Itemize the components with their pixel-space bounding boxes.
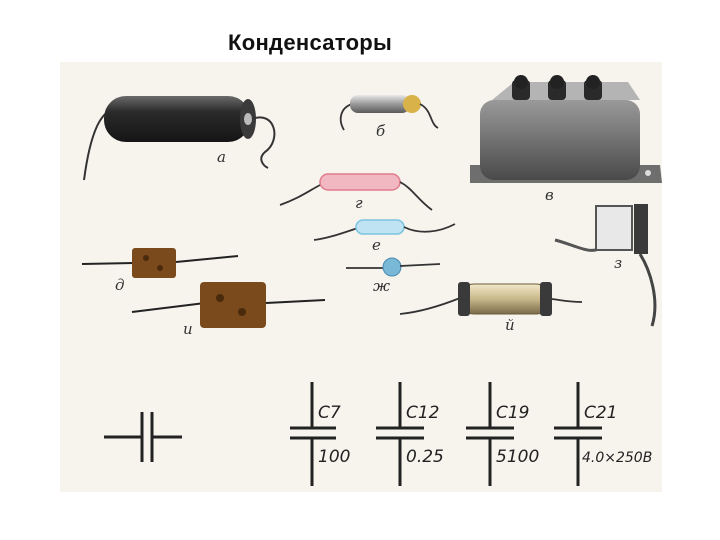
label-d: д bbox=[115, 276, 125, 294]
label-zh: ж bbox=[373, 277, 390, 295]
capacitor-i: и bbox=[131, 282, 326, 338]
symbol-c7: C7 100 bbox=[290, 382, 350, 486]
capacitor-j: й bbox=[399, 282, 583, 334]
label-z: з bbox=[614, 254, 622, 272]
label-a: а bbox=[217, 148, 226, 166]
symbol-c12-name: C12 bbox=[406, 403, 440, 423]
capacitor-b: б bbox=[339, 95, 439, 140]
symbol-c12-value: 0.25 bbox=[406, 447, 444, 467]
symbol-c21: C21 4.0×250В bbox=[554, 382, 652, 486]
capacitor-v: в bbox=[470, 75, 662, 204]
capacitor-z: з bbox=[554, 204, 657, 327]
page-title: Конденсаторы bbox=[228, 30, 393, 55]
symbol-c7-value: 100 bbox=[318, 447, 350, 467]
terminal-group bbox=[512, 75, 602, 100]
capacitor-symbol-generic bbox=[104, 412, 182, 462]
capacitor-d: д bbox=[81, 248, 239, 294]
label-g: г bbox=[355, 194, 363, 212]
label-i: и bbox=[183, 320, 193, 338]
symbol-c19-value: 5100 bbox=[496, 447, 539, 467]
symbol-c19-name: C19 bbox=[496, 403, 530, 423]
symbol-c12: C12 0.25 bbox=[376, 382, 444, 486]
label-e: е bbox=[372, 236, 381, 254]
capacitor-a: а bbox=[83, 96, 276, 181]
symbol-c21-name: C21 bbox=[584, 403, 618, 423]
symbol-c19: C19 5100 bbox=[466, 382, 539, 486]
label-j: й bbox=[505, 316, 515, 334]
capacitor-g: г bbox=[279, 173, 433, 212]
capacitor-e: е bbox=[313, 219, 456, 254]
label-b: б bbox=[376, 122, 386, 140]
symbol-c21-value: 4.0×250В bbox=[582, 450, 652, 466]
symbol-c7-name: C7 bbox=[318, 403, 341, 423]
capacitor-zh: ж bbox=[346, 257, 441, 295]
label-v: в bbox=[545, 186, 554, 204]
